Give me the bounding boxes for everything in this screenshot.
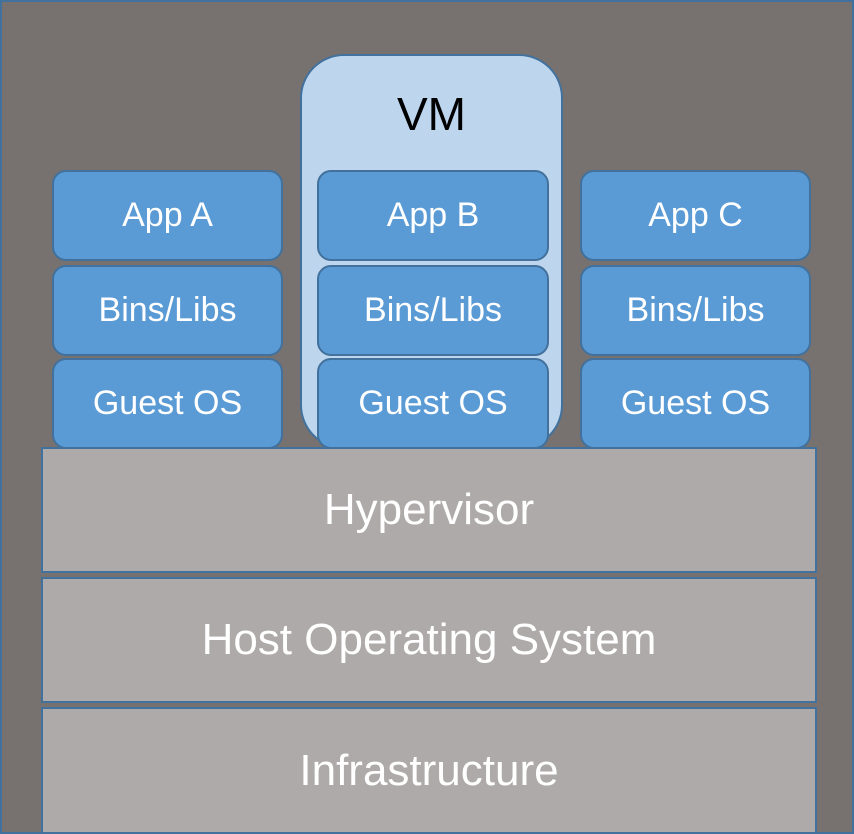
vm-label: VM [397,88,466,140]
app-c-block: App C [580,170,811,261]
bins-libs-c-block: Bins/Libs [580,265,811,356]
bins-libs-b-block: Bins/Libs [317,265,549,356]
hypervisor-layer: Hypervisor [41,447,817,573]
bins-libs-a-block: Bins/Libs [52,265,283,356]
app-b-block: App B [317,170,549,261]
app-a-block: App A [52,170,283,261]
guest-os-a-block: Guest OS [52,358,283,449]
infrastructure-layer: Infrastructure [41,707,817,834]
host-os-layer: Host Operating System [41,577,817,703]
guest-os-b-block: Guest OS [317,358,549,449]
guest-os-c-block: Guest OS [580,358,811,449]
